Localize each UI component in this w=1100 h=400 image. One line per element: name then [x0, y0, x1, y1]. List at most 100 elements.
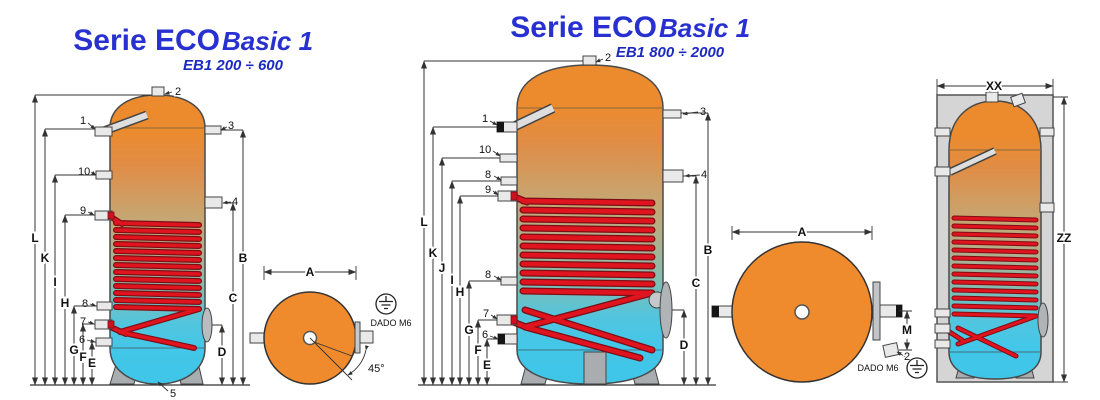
port-label-8-lower: 8: [485, 269, 491, 281]
port-10-stub: [95, 170, 113, 180]
dim-label-J: J: [439, 261, 446, 275]
manhole-flange-large: [659, 281, 673, 339]
port-label-7: 7: [483, 308, 489, 320]
port-label-1: 1: [482, 113, 488, 125]
dado-m6-label-large: DADO M6: [857, 363, 898, 373]
top-view-port2-stub: [882, 342, 900, 358]
dim-label-B: B: [239, 251, 248, 265]
anode-pipe-crate: [948, 147, 997, 176]
dimension-lines-right-small: B C D: [212, 129, 250, 386]
port-3-stub: [204, 125, 222, 135]
heating-coil-large: [504, 192, 656, 362]
center-support-large: [583, 351, 607, 385]
dim-label-C: C: [229, 291, 238, 305]
crate-left-stub-4: [934, 323, 951, 334]
port-stubs-crate: [934, 91, 1055, 349]
port-9-red-tip: [510, 191, 518, 201]
top-view-large: A M 2 DADO M6: [711, 223, 928, 383]
crate-top-tilted-port: [1010, 92, 1026, 108]
port-stubs-large: [496, 55, 684, 345]
title-basic1-large: Basic 1: [659, 13, 750, 43]
crate-right-stub-1: [1039, 127, 1055, 137]
dim-label-F: F: [474, 343, 481, 357]
dim-label-K: K: [429, 246, 438, 260]
earth-ground-icon-large: [906, 357, 928, 379]
dim-label-XX: XX: [986, 79, 1002, 93]
top-view-center-hole: [794, 304, 810, 320]
dim-label-ZZ: ZZ: [1057, 231, 1072, 245]
port-label-8: 8: [82, 298, 88, 310]
anode-pipe-large: [508, 103, 556, 133]
port-1-stub: [94, 126, 113, 137]
subtitle-range-large: EB1 800 ÷ 2000: [616, 44, 725, 61]
port-9-red-tip: [107, 211, 115, 220]
port-8-stub: [96, 301, 113, 311]
diagram-eb1-small: Serie ECO Basic 1 EB1 200 ÷ 600: [29, 24, 412, 400]
diagram-eb1-large: Serie ECO Basic 1 EB1 800 ÷ 2000: [418, 11, 928, 386]
dim-label-H: H: [456, 285, 465, 299]
dim-label-L: L: [420, 215, 427, 229]
port-7-red-tip: [510, 315, 518, 325]
dim-label-H: H: [61, 296, 70, 310]
heating-coil-small: [103, 212, 202, 351]
title-basic1-small: Basic 1: [222, 26, 313, 56]
dim-label-I: I: [450, 273, 453, 287]
crate-left-stub-3: [934, 308, 951, 318]
port-label-6: 6: [482, 329, 488, 341]
crate-manhole: [1037, 302, 1049, 338]
port-1-black-tip: [497, 122, 504, 132]
port-labels-large: 2 1 10 8 9 8 7 6 3 4: [478, 51, 709, 343]
top-view-flange: [354, 321, 361, 354]
port-2-stub: [151, 86, 165, 97]
dim-label-C: C: [692, 276, 701, 290]
dim-label-G: G: [69, 343, 78, 357]
dim-label-D: D: [680, 338, 689, 352]
crate-left-stub-5: [934, 339, 951, 349]
title-serie-eco-large: Serie ECO: [510, 11, 657, 44]
dim-label-E: E: [483, 358, 491, 372]
top-view-left-stub: [249, 332, 266, 344]
dimension-lines-left-small: L K I H G F E: [29, 94, 150, 386]
port-label-4: 4: [232, 196, 238, 208]
crate-left-stub-1: [934, 166, 951, 177]
dimension-lines-left-large: L K J I H G F E: [418, 60, 583, 386]
port-2-stub: [582, 55, 597, 66]
top-view-left-black-tip: [712, 306, 719, 317]
port-label-2: 2: [605, 52, 611, 64]
dim-label-L: L: [31, 231, 38, 245]
port-label-1: 1: [80, 115, 86, 127]
port-label-9: 9: [80, 205, 86, 217]
top-view-right-stub: [359, 330, 374, 344]
subtitle-range-small: EB1 200 ÷ 600: [183, 57, 284, 74]
port-label-4: 4: [701, 169, 707, 181]
port-10-stub: [499, 153, 518, 163]
top-view-flange: [872, 281, 881, 341]
top-view-diameter-label: A: [798, 225, 807, 239]
top-view-diameter-label: A: [306, 265, 315, 279]
port-label-10: 10: [78, 166, 90, 178]
dado-m6-label-small: DADO M6: [370, 318, 411, 328]
port-7-red-tip: [107, 320, 115, 329]
port-label-6: 6: [79, 334, 85, 346]
diagram-packaging: XX ZZ: [934, 77, 1073, 383]
port-label-2: 2: [175, 86, 181, 98]
port-8-upper-stub: [500, 176, 518, 186]
port-label-10: 10: [479, 144, 491, 156]
crate-left-stub-2: [934, 127, 951, 137]
port-label-7: 7: [80, 316, 86, 328]
angle-45-label: 45°: [368, 363, 385, 375]
title-serie-eco-small: Serie ECO: [73, 24, 220, 57]
crate-right-stub-2: [1039, 202, 1055, 213]
top-view-port2-label: 2: [904, 351, 910, 363]
port-label-9: 9: [485, 184, 491, 196]
port-6-stub: [95, 337, 113, 347]
port-label-3: 3: [228, 120, 234, 132]
port-4-stub: [204, 196, 223, 209]
crate-top-port: [985, 91, 999, 103]
top-view-small: A 45° DADO M6: [249, 263, 412, 385]
dimension-lines-right-large: B C D: [672, 112, 715, 386]
dim-label-I: I: [53, 275, 56, 289]
port-3-stub: [662, 109, 682, 119]
